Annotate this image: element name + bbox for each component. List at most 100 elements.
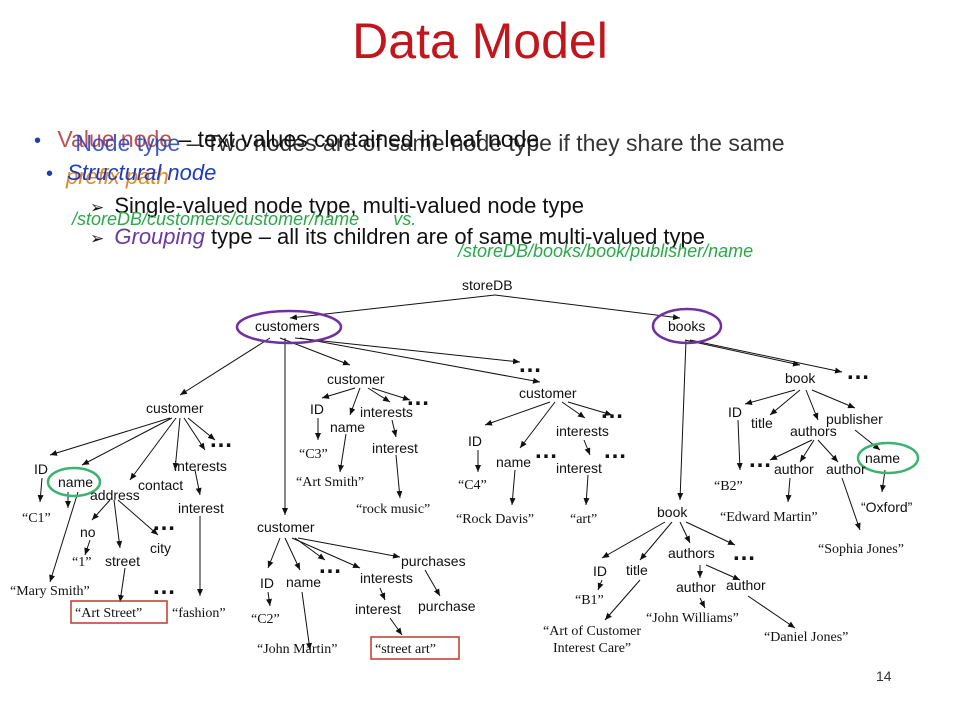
node-c2-interests: interests — [360, 570, 413, 586]
value-b2-publisher-name: “Oxford” — [861, 499, 913, 515]
ellipsis-c2: … — [318, 552, 342, 579]
value-c2-id: “C2” — [251, 612, 280, 627]
node-b2-publisher-name: name — [865, 450, 900, 466]
ellipsis-c4-interests: … — [603, 437, 627, 464]
node-b2-author-1: author — [774, 461, 814, 477]
ellipsis-c4-name: … — [534, 437, 558, 464]
node-book-b1: book — [657, 504, 688, 520]
value-b1-author-2: “Daniel Jones” — [764, 630, 848, 645]
value-c1-interest: “fashion” — [172, 606, 226, 621]
value-c1-id: “C1” — [22, 511, 51, 526]
value-c4-name: “Rock Davis” — [456, 512, 534, 527]
customer-name-highlight-ellipse — [46, 466, 102, 498]
node-b2-authors: authors — [790, 423, 837, 439]
node-b1-authors: authors — [668, 545, 715, 561]
value-c4-interest: “art” — [570, 512, 597, 527]
node-b2-author-2: author — [826, 461, 866, 477]
node-c2-purchases: purchases — [401, 553, 466, 569]
node-b2-title: title — [751, 415, 773, 431]
node-c3-interest: interest — [372, 440, 418, 456]
node-c1-no: no — [80, 524, 96, 540]
tree-edges — [37, 294, 886, 651]
bullet-value-node: • Value node – text values contained in … — [34, 126, 539, 153]
node-c4-interests: interests — [556, 423, 609, 439]
node-c3-name: name — [330, 419, 365, 435]
ellipsis-c1-street: … — [152, 573, 176, 600]
node-c1-id: ID — [34, 461, 48, 477]
value-b1-title-line2: Interest Care” — [553, 641, 631, 656]
node-c1-name: name — [58, 474, 93, 490]
path-example-1: /storeDB/customers/customer/name vs. — [72, 209, 417, 229]
value-c2-interest: “street art” — [375, 642, 436, 657]
value-c3-name: “Art Smith” — [296, 475, 364, 490]
node-c2-interest: interest — [355, 601, 401, 617]
ellipsis-c4: … — [600, 397, 624, 424]
ellipsis-customers: … — [518, 351, 542, 378]
node-b2-id: ID — [728, 404, 742, 420]
node-c1-interest: interest — [178, 500, 224, 516]
bullet-node-type: • Node type – Two nodes are of same node… — [34, 130, 785, 157]
node-book-b2: book — [785, 370, 816, 386]
node-customer-c4: customer — [519, 385, 577, 401]
ellipsis-books: … — [846, 358, 870, 385]
node-c1-contact: contact — [138, 477, 183, 493]
node-c1-street: street — [105, 553, 140, 569]
ellipsis-b2-authors: … — [748, 446, 772, 473]
node-storedb: storeDB — [462, 277, 513, 293]
arrow-bullet-icon: ➢ — [90, 198, 105, 217]
node-c1-address: address — [90, 487, 140, 503]
slide-title: Data Model — [352, 13, 608, 69]
path-example-2: /storeDB/books/book/publisher/name — [458, 241, 754, 261]
value-c4-id: “C4” — [458, 478, 487, 493]
value-b1-author-1: “John Williams” — [646, 611, 739, 626]
arrow-bullet-icon: ➢ — [90, 229, 105, 248]
publisher-name-highlight-ellipse — [856, 441, 920, 475]
art-street-highlight-box — [70, 600, 168, 624]
node-c4-name: name — [496, 454, 531, 470]
node-books: books — [668, 318, 705, 334]
bullet-single-multi: ➢ Single-valued node type, multi-valued … — [90, 193, 585, 218]
node-c2-purchase: purchase — [418, 598, 476, 614]
books-highlight-ellipse — [651, 307, 723, 345]
value-node-desc: – text values contained in leaf node — [172, 126, 540, 152]
value-b2-author-2: “Sophia Jones” — [818, 542, 904, 557]
bullet-structural-node: • Structural node — [46, 160, 217, 185]
street-art-highlight-box — [370, 636, 460, 660]
node-customer-c3: customer — [327, 371, 385, 387]
node-customer-c1: customer — [146, 400, 204, 416]
ellipsis-c3-interests: … — [406, 384, 430, 411]
node-c3-interests: interests — [360, 404, 413, 420]
value-c3-interest: “rock music” — [356, 502, 430, 517]
node-b2-publisher: publisher — [826, 411, 883, 427]
node-b1-title: title — [626, 562, 648, 578]
node-c4-interest: interest — [556, 460, 602, 476]
node-c2-name: name — [286, 574, 321, 590]
customers-highlight-ellipse — [235, 309, 343, 345]
bullet-dot-icon: • — [34, 130, 42, 152]
value-b2-id: “B2” — [714, 479, 743, 494]
node-b1-author-2: author — [726, 577, 766, 593]
value-c2-name: “John Martin” — [257, 642, 337, 657]
node-b1-author-1: author — [676, 579, 716, 595]
value-c1-street: “Art Street” — [75, 606, 142, 621]
ellipsis-b1-authors: … — [732, 539, 756, 566]
prefix-path-text: prefix path — [66, 164, 169, 189]
ellipsis-c1: … — [209, 426, 233, 453]
ellipsis-c1-address: … — [152, 509, 176, 536]
node-customer-c2: customer — [257, 519, 315, 535]
node-customers: customers — [255, 318, 320, 334]
value-c3-id: “C3” — [299, 447, 328, 462]
node-c1-city: city — [150, 540, 171, 556]
bullet-dot-icon: • — [46, 163, 54, 185]
value-node-term: Value node — [57, 126, 173, 152]
value-b2-author-1: “Edward Martin” — [720, 510, 818, 525]
value-b1-id: “B1” — [575, 593, 604, 608]
value-b1-title-line1: “Art of Customer — [543, 624, 641, 639]
value-c1-no: “1” — [72, 555, 91, 570]
node-type-desc: – Two nodes are of same node type if the… — [180, 130, 785, 156]
value-c1-name: “Mary Smith” — [10, 584, 90, 599]
node-b1-id: ID — [593, 563, 607, 579]
node-c3-id: ID — [310, 401, 324, 417]
